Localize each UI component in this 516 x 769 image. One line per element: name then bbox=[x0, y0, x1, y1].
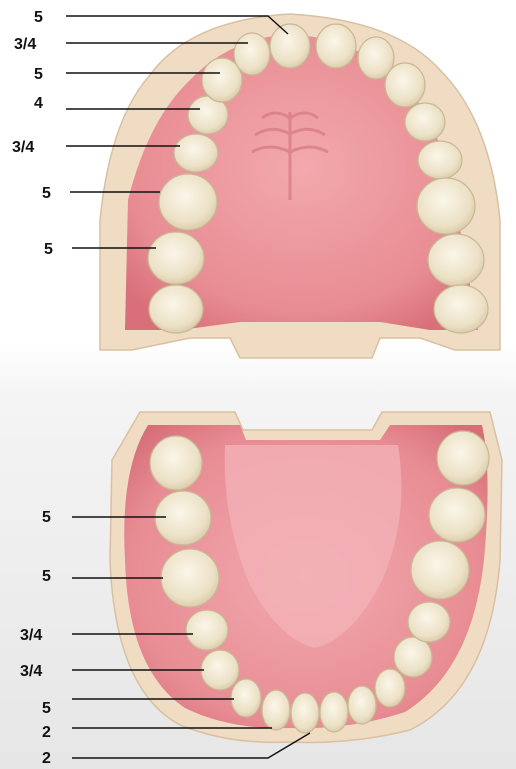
lower-tooth bbox=[150, 436, 202, 490]
lower-label-text: 3/4 bbox=[20, 663, 42, 680]
upper-tooth bbox=[148, 232, 204, 284]
lower-label-text: 5 bbox=[42, 568, 51, 585]
upper-label-text: 5 bbox=[34, 66, 43, 83]
lower-tooth bbox=[291, 693, 319, 733]
upper-tooth bbox=[417, 178, 475, 234]
upper-tooth bbox=[434, 285, 488, 333]
upper-tooth bbox=[418, 141, 462, 179]
upper-tooth bbox=[385, 63, 425, 107]
upper-tooth bbox=[174, 134, 218, 172]
upper-tooth bbox=[405, 103, 445, 141]
lower-tooth bbox=[161, 549, 219, 607]
lower-tooth bbox=[394, 637, 432, 677]
lower-label-text: 5 bbox=[42, 700, 51, 717]
lower-tooth bbox=[320, 692, 348, 732]
lower-label-text: 3/4 bbox=[20, 627, 42, 644]
lower-tooth bbox=[375, 669, 405, 707]
lower-tooth bbox=[231, 679, 261, 717]
upper-tooth bbox=[316, 24, 356, 68]
upper-tooth bbox=[428, 234, 484, 286]
upper-label-text: 4 bbox=[34, 95, 43, 112]
upper-label-text: 3/4 bbox=[12, 139, 34, 156]
lower-tooth bbox=[155, 491, 211, 545]
lower-tooth bbox=[411, 541, 469, 599]
lower-tooth bbox=[408, 602, 450, 642]
upper-tooth bbox=[149, 285, 203, 333]
lower-tooth bbox=[348, 686, 376, 724]
upper-tooth bbox=[159, 174, 217, 230]
upper-label-text: 3/4 bbox=[14, 36, 36, 53]
upper-arch-model bbox=[100, 14, 500, 358]
lower-tooth bbox=[201, 650, 239, 690]
upper-label-text: 5 bbox=[42, 185, 51, 202]
lower-arch-model bbox=[110, 412, 502, 743]
upper-tooth bbox=[234, 33, 270, 75]
lower-tooth bbox=[429, 488, 485, 542]
lower-label-text: 5 bbox=[42, 509, 51, 526]
lower-label-text: 2 bbox=[42, 724, 51, 741]
upper-label-text: 5 bbox=[34, 9, 43, 26]
upper-label-text: 5 bbox=[44, 241, 53, 258]
upper-tooth bbox=[270, 24, 310, 68]
lower-tooth bbox=[437, 431, 489, 485]
lower-tooth bbox=[262, 690, 290, 730]
lower-label-text: 2 bbox=[42, 750, 51, 767]
lower-tooth bbox=[186, 610, 228, 650]
